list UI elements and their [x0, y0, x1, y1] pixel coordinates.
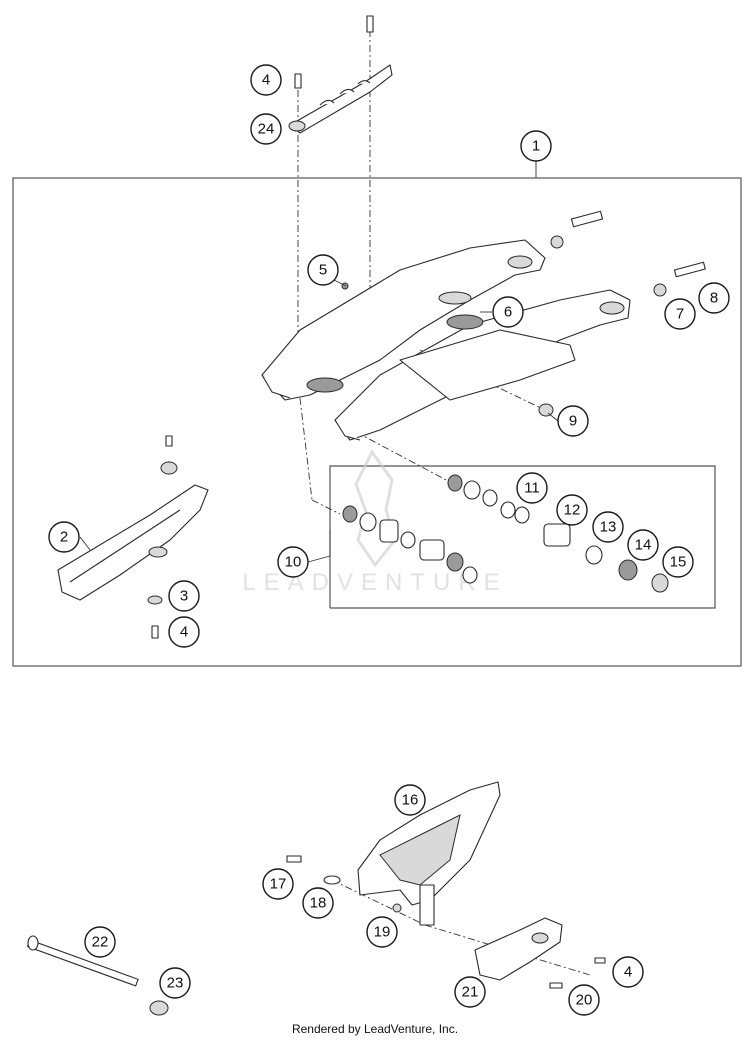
callout-label: 16	[402, 792, 419, 809]
callout-8: 8	[698, 282, 730, 314]
callout-label: 1	[532, 138, 540, 155]
callout-18: 18	[302, 887, 334, 919]
callout-15: 15	[662, 546, 694, 578]
callout-17: 17	[262, 868, 294, 900]
callout-24: 24	[250, 113, 282, 145]
callout-label: 18	[310, 895, 327, 912]
bearing-kit	[342, 474, 669, 593]
callout-6: 6	[492, 296, 524, 328]
chain-guide-upper	[288, 64, 393, 134]
callout-22: 22	[84, 926, 116, 958]
callout-label: 19	[374, 924, 391, 941]
swingarm-assembly-frame	[12, 177, 742, 667]
callout-21: 21	[454, 976, 486, 1008]
callout-label: 2	[60, 529, 68, 546]
callout-label: 6	[504, 304, 512, 321]
callout-12: 12	[556, 494, 588, 526]
callout-13: 13	[592, 511, 624, 543]
callout-label: 5	[319, 262, 327, 279]
callout-5: 5	[307, 254, 339, 286]
callout-label: 7	[676, 306, 684, 323]
callout-label: 14	[635, 537, 652, 554]
callout-label: 9	[569, 413, 577, 430]
callout-label: 4	[262, 72, 270, 89]
callout-4-lower: 4	[168, 616, 200, 648]
callout-label: 23	[167, 975, 184, 992]
callout-label: 8	[710, 290, 718, 307]
chain-guide-lower	[357, 781, 501, 926]
callout-label: 20	[576, 992, 593, 1009]
callout-23: 23	[159, 967, 191, 999]
swingarm	[261, 239, 631, 441]
chain-slider	[57, 484, 209, 601]
callout-label: 22	[92, 934, 109, 951]
chain-guide-slider	[474, 917, 563, 981]
callout-label: 11	[524, 480, 540, 497]
callout-label: 15	[670, 554, 687, 571]
callout-label: 3	[180, 588, 188, 605]
callout-label: 13	[600, 519, 617, 536]
callout-16: 16	[394, 784, 426, 816]
callout-2: 2	[48, 521, 80, 553]
callout-14: 14	[627, 529, 659, 561]
callout-1: 1	[520, 130, 552, 162]
callout-4-top: 4	[250, 64, 282, 96]
callout-label: 21	[462, 984, 479, 1001]
swingarm-axle	[27, 935, 139, 987]
callout-10: 10	[277, 546, 309, 578]
footer-credit: Rendered by LeadVenture, Inc.	[291, 1022, 459, 1036]
callout-label: 4	[624, 964, 632, 981]
callout-7: 7	[664, 298, 696, 330]
callout-11: 11	[516, 472, 548, 504]
callout-4-bottom: 4	[612, 956, 644, 988]
callout-label: 17	[270, 876, 287, 893]
callout-label: 10	[285, 554, 302, 571]
bearing-kit-frame	[329, 465, 716, 609]
callout-label: 12	[564, 502, 581, 519]
callout-19: 19	[366, 916, 398, 948]
callout-label: 24	[258, 121, 275, 138]
callout-label: 4	[180, 624, 188, 641]
callout-20: 20	[568, 984, 600, 1016]
callout-9: 9	[557, 405, 589, 437]
callout-3: 3	[168, 580, 200, 612]
